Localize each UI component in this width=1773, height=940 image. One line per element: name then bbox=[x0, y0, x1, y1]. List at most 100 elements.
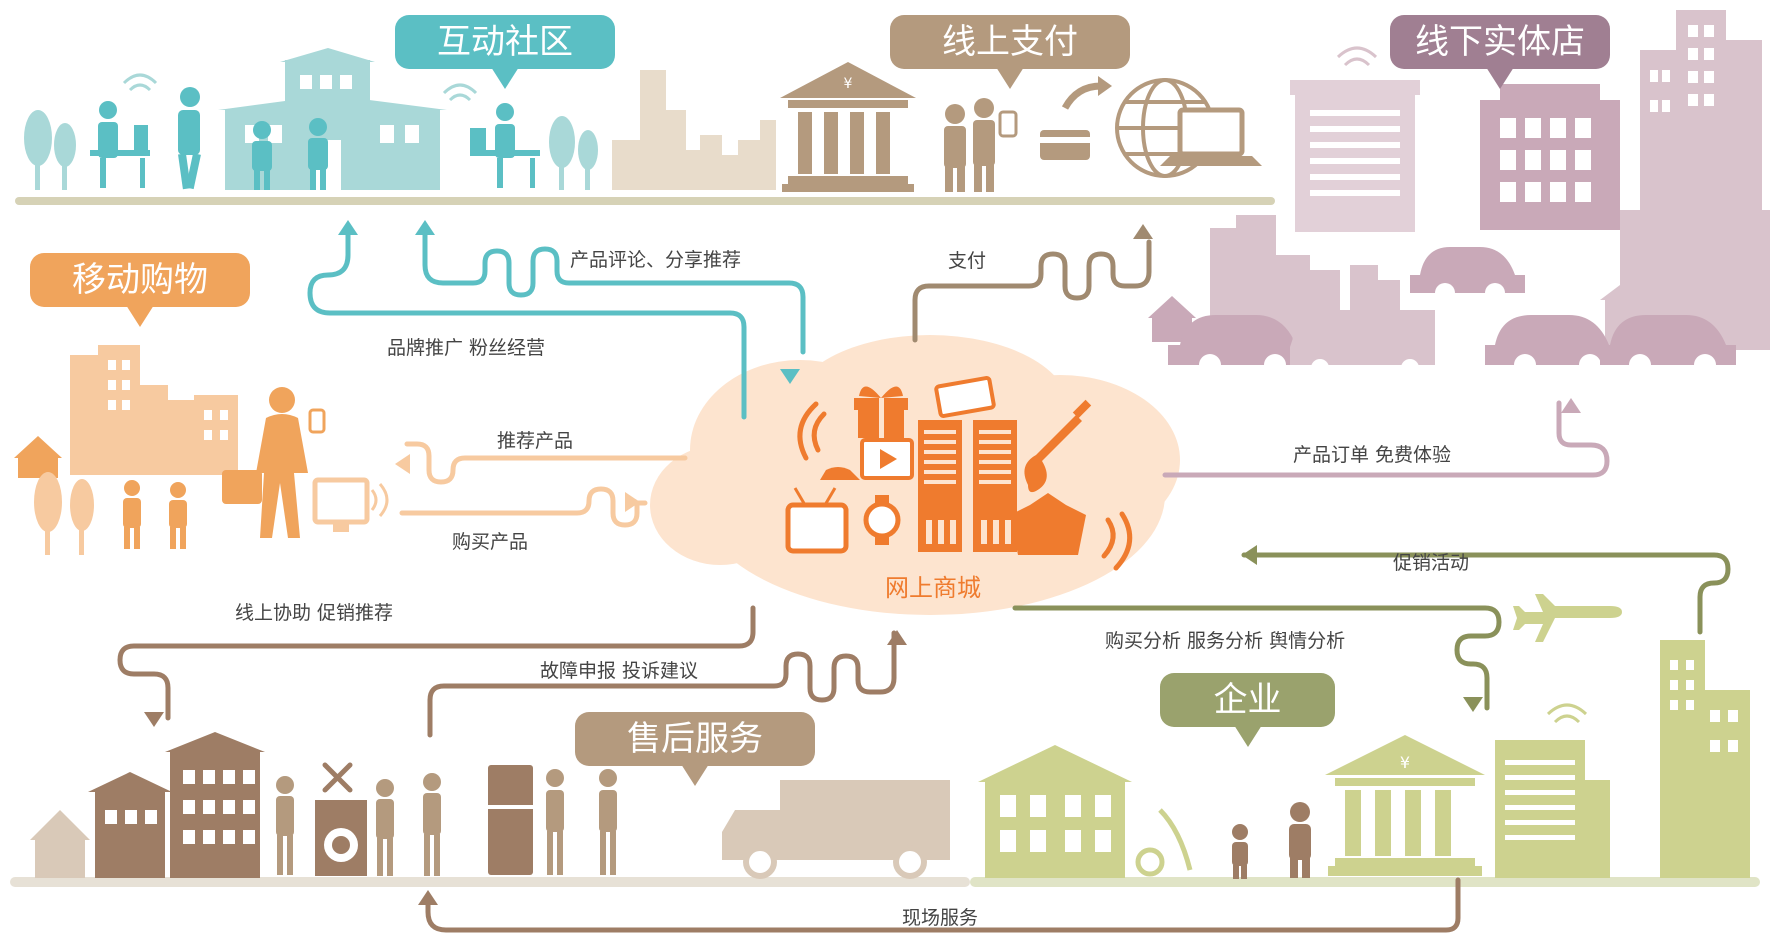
flow-buy-line bbox=[399, 486, 648, 528]
jacket-icon bbox=[1010, 493, 1086, 555]
building-icon bbox=[1500, 118, 1591, 202]
bubble-enterprise: 企业 bbox=[1160, 673, 1335, 747]
label-online-assist: 线上协助 促销推荐 bbox=[235, 602, 394, 624]
label-order-experience: 产品订单 免费体验 bbox=[1293, 444, 1452, 466]
arrowhead bbox=[415, 220, 435, 235]
building-icon bbox=[612, 70, 776, 190]
tools-icon bbox=[322, 762, 353, 793]
bubble-offline-store: 线下实体店 bbox=[1390, 15, 1610, 89]
bank-icon: ¥ bbox=[1325, 735, 1485, 876]
arrowhead bbox=[144, 712, 164, 727]
fridge-icon bbox=[488, 765, 533, 875]
keyboard-icon bbox=[934, 376, 996, 418]
truck-icon bbox=[1290, 310, 1435, 377]
laptop-icon bbox=[312, 477, 370, 532]
building-icon bbox=[1505, 660, 1738, 840]
card-icon bbox=[1040, 76, 1112, 160]
arrowhead bbox=[887, 630, 907, 645]
flow-fault-line bbox=[427, 630, 897, 738]
flow-pay-line bbox=[912, 239, 1152, 343]
arrowhead bbox=[338, 220, 358, 235]
bottom-ground-line-right bbox=[970, 877, 1760, 887]
svg-text:¥: ¥ bbox=[1400, 753, 1410, 772]
person-icon bbox=[178, 87, 201, 190]
building-icon bbox=[88, 732, 265, 878]
person-icon bbox=[90, 101, 150, 188]
building-icon bbox=[1640, 10, 1762, 220]
bubble-online-pay: 线上支付 bbox=[890, 15, 1130, 89]
building-icon bbox=[1650, 25, 1714, 112]
label-fault-complaint: 故障申报 投诉建议 bbox=[540, 660, 699, 682]
truck-icon bbox=[722, 780, 950, 879]
arrowhead bbox=[780, 369, 800, 384]
house-icon bbox=[14, 436, 62, 478]
building-icon bbox=[1495, 640, 1750, 878]
watch-icon bbox=[863, 495, 901, 545]
house-icon bbox=[30, 810, 90, 878]
tree-icon bbox=[549, 116, 598, 190]
person-icon bbox=[252, 118, 328, 190]
label-buy: 购买产品 bbox=[452, 531, 529, 553]
flow-order-line bbox=[1162, 400, 1610, 478]
video-player-icon bbox=[860, 438, 914, 480]
label-onsite-service: 现场服务 bbox=[902, 907, 979, 929]
shoe-icon bbox=[820, 467, 860, 480]
flow-online-assist-line bbox=[117, 605, 756, 721]
flow-recommend-line bbox=[404, 441, 688, 485]
person-icon bbox=[944, 98, 1018, 192]
person-icon bbox=[123, 387, 326, 549]
arrowhead bbox=[1242, 545, 1257, 565]
label-recommend: 推荐产品 bbox=[497, 430, 574, 452]
person-icon bbox=[276, 769, 617, 876]
server-slots bbox=[924, 430, 1011, 544]
building-icon bbox=[1290, 80, 1420, 232]
arrowhead bbox=[625, 492, 640, 512]
wifi-icon bbox=[797, 401, 1133, 571]
building-icon bbox=[70, 345, 238, 475]
bank-icon: ¥ bbox=[780, 62, 916, 192]
gift-icon bbox=[854, 386, 908, 438]
flow-brand-fans-line bbox=[307, 222, 747, 420]
building-icon bbox=[218, 48, 447, 190]
bubble-mobile-shopping: 移动购物 bbox=[30, 253, 250, 327]
online-mall-label: 网上商城 bbox=[885, 574, 981, 602]
wifi-icon bbox=[1546, 703, 1588, 724]
laptop-icon bbox=[1160, 107, 1262, 166]
label-analysis: 购买分析 服务分析 舆情分析 bbox=[1105, 630, 1346, 652]
building-icon bbox=[1000, 795, 1111, 852]
building-icon bbox=[108, 360, 228, 440]
label-promotion: 促销活动 bbox=[1393, 552, 1470, 574]
label-review-share: 产品评论、分享推荐 bbox=[570, 249, 742, 271]
flow-review-share-line bbox=[422, 222, 806, 355]
flow-promotion-line bbox=[1241, 552, 1731, 635]
guitar-icon bbox=[1024, 399, 1092, 493]
tv-icon bbox=[785, 487, 849, 554]
flow-analysis-line bbox=[1012, 605, 1502, 711]
building-icon bbox=[1310, 110, 1400, 196]
label-pay: 支付 bbox=[948, 250, 987, 272]
bottom-ground-line-left bbox=[10, 877, 970, 887]
tree-icon bbox=[24, 110, 76, 190]
label-brand-fans: 品牌推广 粉丝经营 bbox=[387, 337, 546, 359]
arrowhead bbox=[395, 454, 410, 474]
building-icon bbox=[105, 770, 255, 844]
arrowhead bbox=[1463, 697, 1483, 712]
arrowhead bbox=[418, 890, 438, 905]
wifi-icon bbox=[122, 73, 478, 102]
arrowhead bbox=[1133, 224, 1153, 239]
bubble-after-sales: 售后服务 bbox=[575, 712, 815, 786]
washer-icon bbox=[315, 800, 367, 876]
airplane-icon bbox=[1513, 594, 1622, 642]
person-icon bbox=[1232, 802, 1311, 879]
svg-text:¥: ¥ bbox=[844, 76, 853, 92]
wifi-icon bbox=[370, 483, 389, 517]
bubble-community: 互动社区 bbox=[395, 15, 615, 89]
arrowhead bbox=[1561, 398, 1581, 413]
flow-onsite-line bbox=[425, 877, 1461, 933]
car-icon bbox=[1168, 247, 1736, 376]
top-ground-line bbox=[15, 197, 1275, 205]
tree-icon bbox=[34, 472, 94, 555]
vacuum-icon bbox=[1135, 808, 1193, 877]
person-icon bbox=[470, 103, 540, 188]
